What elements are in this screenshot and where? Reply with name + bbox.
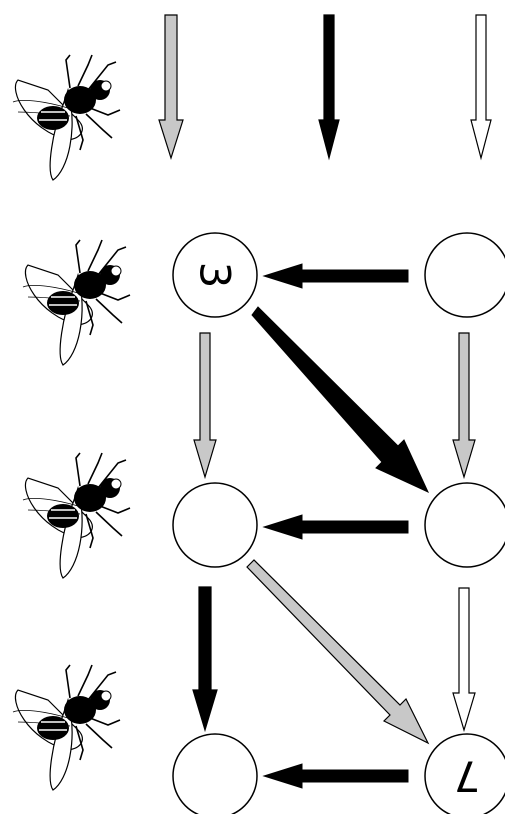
arrow-r2-right-to-r3-right (452, 587, 476, 733)
node-r2-right (424, 482, 505, 568)
arrow-r2-left-to-r3-left (192, 586, 218, 733)
input-arrow-gray (158, 14, 184, 160)
node-label: 7 (454, 752, 481, 801)
fly-icon (12, 664, 121, 791)
arrow-r1-right-to-left (262, 263, 409, 289)
arrow-r3-right-to-left (262, 763, 409, 789)
node-r2-left (172, 482, 258, 568)
arrow-r2-left-to-r3-right-diagonal (246, 559, 430, 745)
node-r1-left: 3 (172, 232, 258, 318)
node-r3-right: 7 (424, 733, 505, 814)
fly-icon (22, 239, 131, 366)
arrow-r2-right-to-left (262, 514, 409, 540)
node-r1-right (424, 232, 505, 318)
arrow-r1-right-to-r2-right (452, 332, 476, 480)
node-r3-left (172, 733, 258, 814)
fly-icon (22, 452, 131, 579)
arrow-r1-left-to-r2-right-diagonal (251, 306, 430, 494)
node-label: 3 (191, 262, 240, 289)
fly-icon (12, 54, 121, 181)
input-arrow-black (318, 14, 340, 161)
arrow-r1-left-to-r2-left (193, 332, 217, 480)
input-arrow-white (470, 14, 492, 161)
